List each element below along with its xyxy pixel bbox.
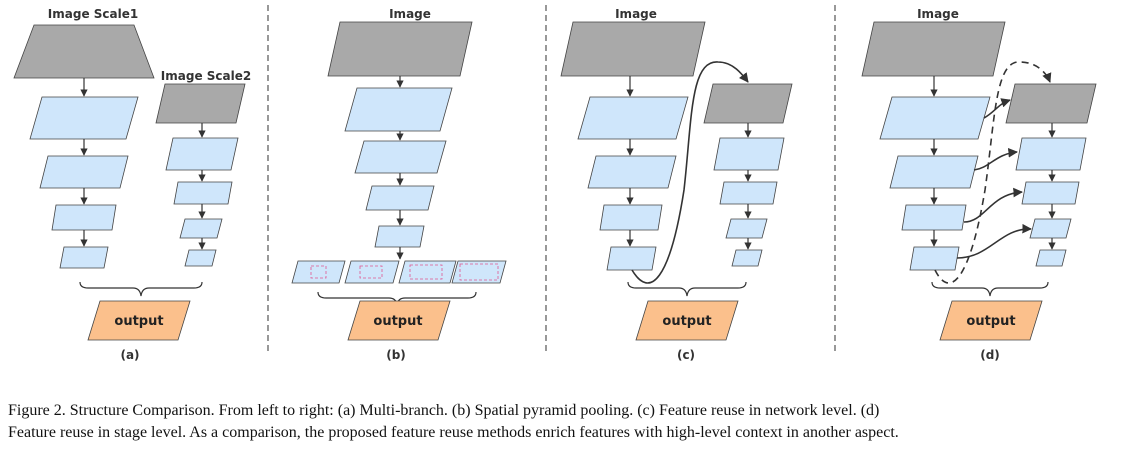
- feature-block: [173, 181, 233, 205]
- caption-line-1: Figure 2. Structure Comparison. From lef…: [8, 402, 880, 419]
- panel-a-sub-label: (a): [120, 348, 139, 362]
- image-block: [861, 21, 1006, 77]
- pooling-block: [291, 260, 346, 284]
- panel-d-input-label: Image: [917, 7, 959, 21]
- panel-a-output-label: output: [114, 314, 163, 329]
- output-block: [87, 300, 191, 341]
- stage-reuse-arrow: [963, 187, 1023, 223]
- panel-b-input-label: Image: [389, 7, 431, 21]
- panel-b-sub-label: (b): [386, 348, 406, 362]
- image-block: [327, 21, 473, 77]
- feature-block: [1015, 137, 1087, 171]
- network-level-reuse-arrow: [631, 61, 749, 284]
- stage-reuse-arrow: [973, 148, 1018, 171]
- image-block: [1005, 83, 1097, 124]
- image-scale1-block: [13, 24, 155, 79]
- pooling-block: [398, 260, 457, 284]
- merge-brace: [79, 281, 203, 297]
- feature-block: [184, 249, 217, 267]
- feature-block: [51, 204, 117, 231]
- feature-block: [725, 218, 768, 239]
- feature-block: [1035, 249, 1067, 267]
- panel-b-output-label: output: [373, 314, 422, 329]
- figure-caption: Figure 2. Structure Comparison. From lef…: [8, 400, 1120, 444]
- panel-b: Image output (b): [291, 7, 507, 362]
- merge-brace: [627, 281, 747, 297]
- image-block: [703, 83, 793, 124]
- structure-comparison-diagram: Image Scale1 Image Scale2 output (a) Ima…: [13, 5, 1097, 362]
- feature-block: [719, 181, 778, 205]
- caption-line-2: Feature reuse in stage level. As a compa…: [8, 424, 899, 441]
- panel-d-sub-label: (d): [980, 348, 1000, 362]
- feature-block: [731, 249, 763, 267]
- feature-block: [577, 96, 689, 140]
- feature-block: [374, 225, 425, 248]
- feature-block: [354, 140, 447, 174]
- pooling-region: [459, 263, 499, 281]
- feature-block: [713, 137, 785, 171]
- panel-c-output-label: output: [662, 314, 711, 329]
- panel-c-sub-label: (c): [677, 348, 695, 362]
- panel-c-input-label: Image: [615, 7, 657, 21]
- panel-d-output-label: output: [966, 314, 1015, 329]
- feature-block: [606, 246, 657, 271]
- panel-d: Image output (d): [861, 7, 1097, 362]
- image-scale2-block: [155, 83, 246, 124]
- feature-block: [889, 155, 979, 189]
- feature-block: [1029, 218, 1072, 239]
- feature-block: [344, 87, 453, 132]
- feature-block: [165, 137, 239, 171]
- output-block: [635, 300, 739, 341]
- merge-brace: [931, 281, 1049, 297]
- pooling-region: [409, 264, 443, 280]
- feature-block: [29, 96, 139, 140]
- feature-block: [909, 246, 960, 271]
- panel-a-input-label: Image Scale1: [48, 7, 138, 21]
- feature-block: [587, 155, 677, 189]
- output-block: [939, 300, 1043, 341]
- network-level-reuse-arrow: [934, 61, 1052, 284]
- feature-block: [179, 218, 223, 239]
- feature-block: [59, 246, 109, 269]
- feature-block: [599, 204, 663, 231]
- stage-reuse-arrow: [983, 98, 1011, 119]
- image-block: [560, 21, 706, 77]
- feature-block: [879, 96, 991, 140]
- stage-reuse-arrow: [956, 223, 1032, 259]
- feature-block: [365, 185, 435, 211]
- pooling-block: [451, 260, 507, 284]
- feature-block: [901, 204, 967, 231]
- feature-block: [39, 155, 129, 189]
- panel-a-second-input-label: Image Scale2: [161, 69, 251, 83]
- pooling-block: [344, 260, 400, 284]
- output-block: [347, 300, 451, 341]
- pooling-region: [310, 265, 327, 279]
- feature-block: [1021, 181, 1080, 205]
- pooling-region: [359, 265, 383, 279]
- panel-a: Image Scale1 Image Scale2 output (a): [13, 7, 251, 362]
- panel-c: Image output (c): [560, 7, 793, 362]
